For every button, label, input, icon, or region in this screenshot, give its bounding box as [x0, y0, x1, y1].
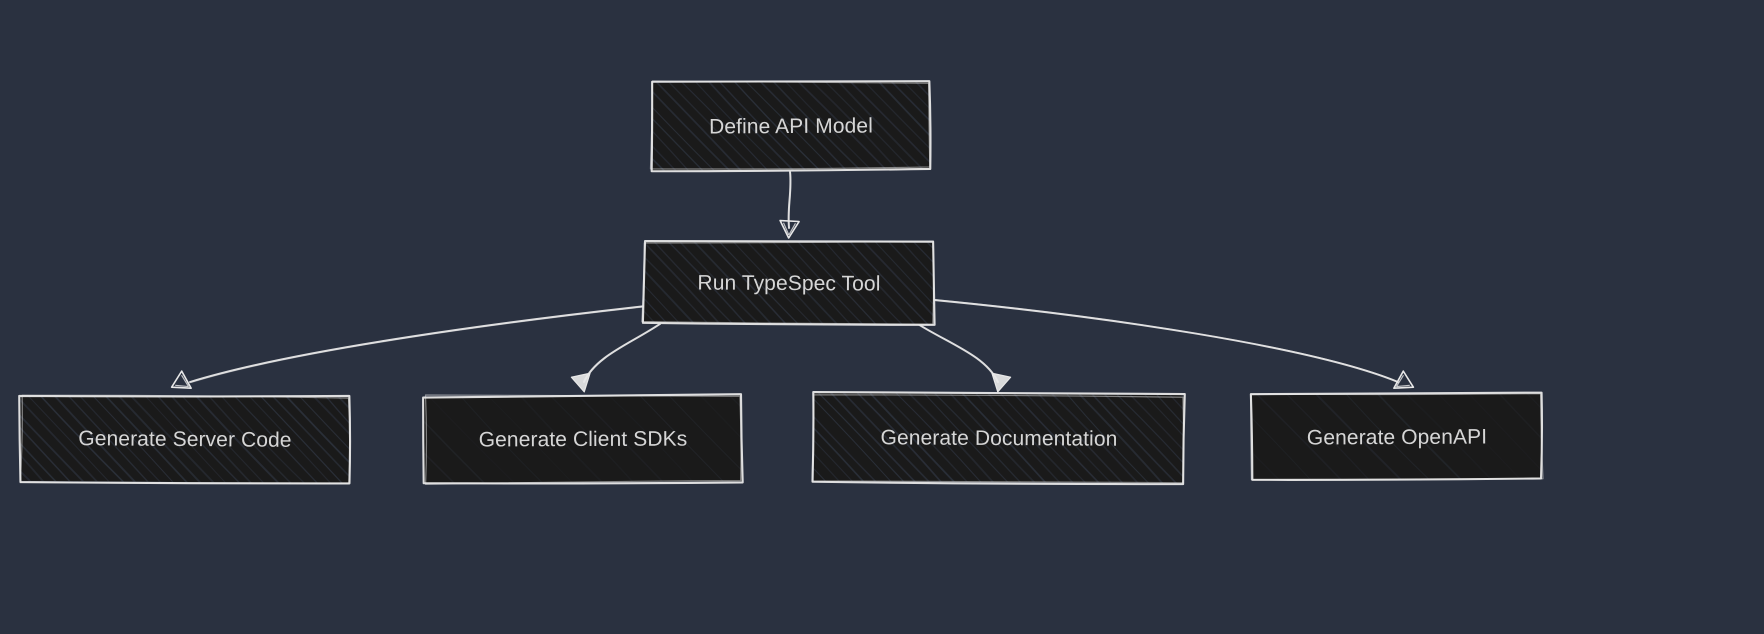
arrowhead-edge-run-to-openapi: [1393, 370, 1415, 389]
node-run-typespec-tool[interactable]: Run TypeSpec Tool: [641, 239, 936, 326]
arrowhead-edge-run-to-sdks: [570, 372, 591, 393]
node-label-generate-client-sdks: Generate Client SDKs: [478, 427, 688, 451]
edge-edge-run-to-documentation: [916, 323, 1012, 393]
node-generate-server-code[interactable]: Generate Server Code: [18, 394, 352, 485]
node-label-generate-documentation: Generate Documentation: [880, 425, 1118, 451]
node-label-run-typespec-tool: Run TypeSpec Tool: [697, 271, 881, 295]
node-label-define-api-model: Define API Model: [708, 113, 873, 139]
edge-edge-run-to-openapi: [932, 298, 1415, 389]
node-define-api-model[interactable]: Define API Model: [649, 80, 932, 173]
edge-edge-define-to-run: [779, 171, 800, 239]
arrowhead-edge-define-to-run: [779, 219, 800, 239]
arrowhead-edge-run-to-documentation: [991, 372, 1012, 393]
node-label-generate-openapi: Generate OpenAPI: [1306, 425, 1488, 449]
edge-edge-run-to-server: [170, 305, 648, 389]
node-generate-openapi[interactable]: Generate OpenAPI: [1249, 391, 1544, 481]
arrowhead-edge-run-to-server: [170, 370, 192, 389]
edge-edge-run-to-sdks: [570, 323, 661, 393]
node-label-generate-server-code: Generate Server Code: [78, 426, 292, 452]
node-generate-client-sdks[interactable]: Generate Client SDKs: [422, 393, 744, 485]
node-generate-documentation[interactable]: Generate Documentation: [811, 391, 1186, 486]
